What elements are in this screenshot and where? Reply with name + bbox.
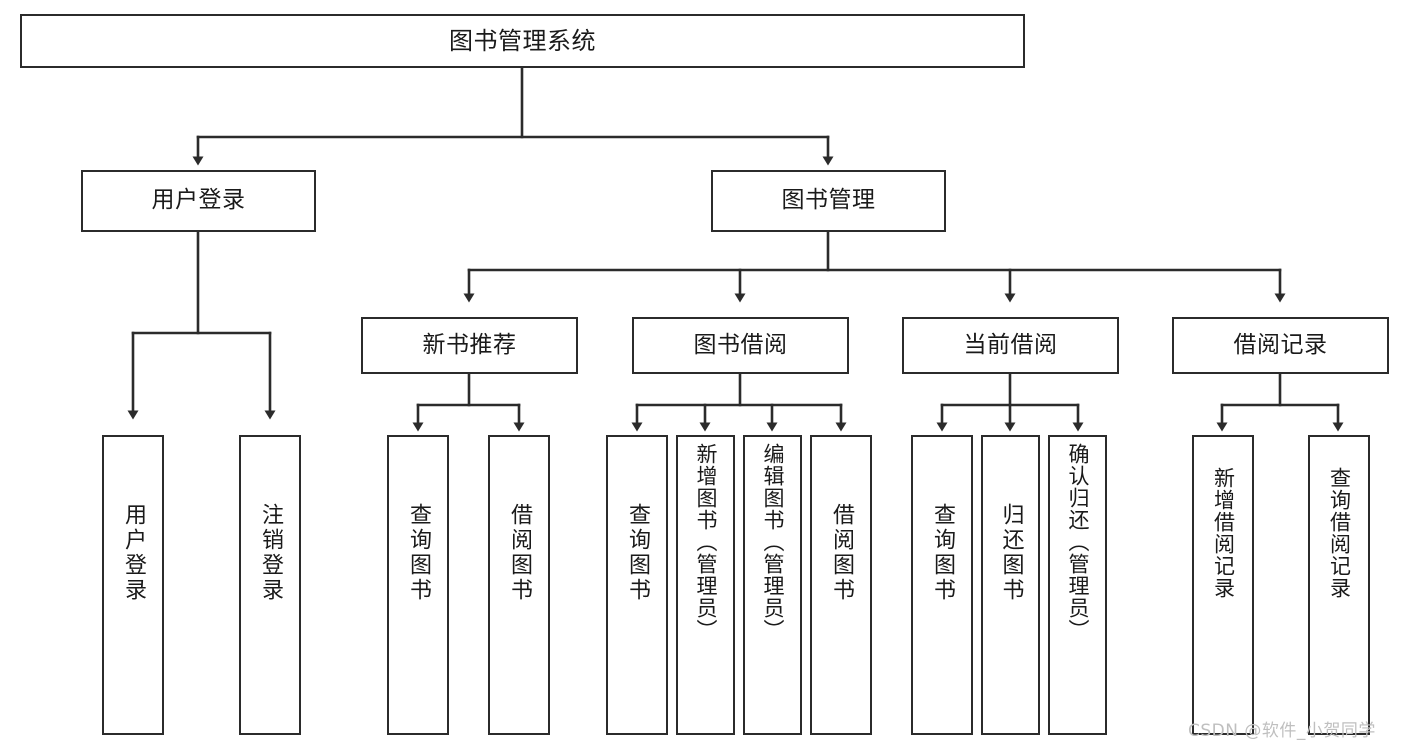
leaf-book-borrow-borrow-book[interactable]: 借阅图书 [810, 435, 872, 735]
node-label: 新书推荐 [422, 331, 517, 358]
node-current-borrowing[interactable]: 当前借阅 [902, 317, 1119, 374]
node-label: 查询图书 [406, 503, 431, 603]
node-label: 图书管理系统 [449, 26, 596, 55]
node-label: 注销登录 [258, 503, 283, 603]
leaf-borrow-record-add-record[interactable]: 新增借阅记录 [1192, 435, 1254, 735]
leaf-book-borrow-query-book[interactable]: 查询图书 [606, 435, 668, 735]
node-label: 图书借阅 [693, 331, 788, 358]
node-label: 查询借阅记录 [1327, 467, 1352, 599]
node-label: 当前借阅 [963, 331, 1058, 358]
node-user-login[interactable]: 用户登录 [81, 170, 316, 232]
node-label: 归还图书 [998, 503, 1024, 603]
node-label: 借阅图书 [829, 503, 854, 603]
leaf-current-borrow-query-book[interactable]: 查询图书 [911, 435, 973, 735]
node-borrowing-record[interactable]: 借阅记录 [1172, 317, 1389, 374]
node-label: 新增图书（管理员） [694, 443, 718, 641]
leaf-new-book-query-book[interactable]: 查询图书 [387, 435, 449, 735]
node-label: 借阅记录 [1233, 331, 1328, 358]
node-label: 编辑图书（管理员） [761, 443, 785, 641]
node-label: 用户登录 [121, 503, 146, 603]
leaf-user-login-login[interactable]: 用户登录 [102, 435, 164, 735]
leaf-book-borrow-add-book-admin[interactable]: 新增图书（管理员） [676, 435, 735, 735]
watermark-csdn: CSDN @软件_小贺同学 [1188, 721, 1376, 741]
node-root-book-management-system[interactable]: 图书管理系统 [20, 14, 1025, 68]
leaf-current-borrow-confirm-return-admin[interactable]: 确认归还（管理员） [1048, 435, 1107, 735]
node-label: 图书管理 [781, 187, 876, 214]
node-new-book-recommendation[interactable]: 新书推荐 [361, 317, 578, 374]
leaf-book-borrow-edit-book-admin[interactable]: 编辑图书（管理员） [743, 435, 802, 735]
leaf-current-borrow-return-book[interactable]: 归还图书 [981, 435, 1040, 735]
leaf-borrow-record-query-record[interactable]: 查询借阅记录 [1308, 435, 1370, 735]
leaf-new-book-borrow-book[interactable]: 借阅图书 [488, 435, 550, 735]
node-label: 借阅图书 [507, 503, 532, 603]
node-label: 确认归还（管理员） [1066, 443, 1090, 641]
node-label: 用户登录 [151, 187, 246, 214]
node-label: 查询图书 [625, 503, 650, 603]
leaf-user-login-logout[interactable]: 注销登录 [239, 435, 301, 735]
node-label: 查询图书 [930, 503, 955, 603]
node-book-management[interactable]: 图书管理 [711, 170, 946, 232]
node-book-borrowing[interactable]: 图书借阅 [632, 317, 849, 374]
node-label: 新增借阅记录 [1211, 467, 1236, 599]
